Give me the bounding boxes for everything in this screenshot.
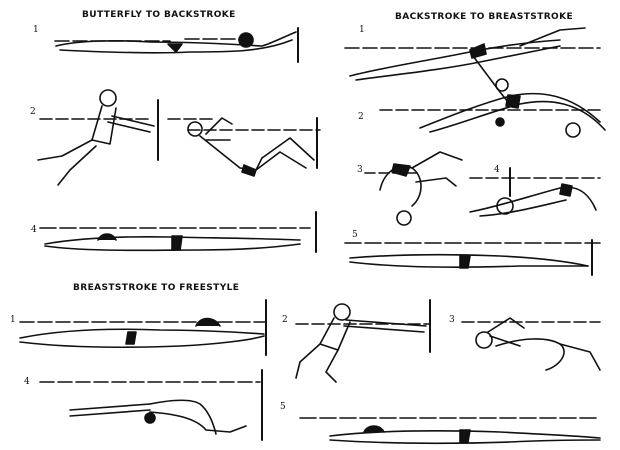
swimmer-body — [350, 40, 560, 76]
swimmer-body — [480, 200, 566, 216]
swimmer-legs — [560, 344, 600, 370]
swimmer-head — [397, 211, 411, 225]
swimmer-head — [188, 122, 202, 136]
swimmer-head — [334, 304, 350, 320]
breaststroke-step-3-turn — [462, 318, 600, 370]
backstroke-step-3-tuck — [365, 152, 462, 225]
water-line — [55, 39, 245, 41]
swimmer-arms — [206, 118, 232, 140]
butterfly-step-2-wall-touch — [38, 90, 215, 185]
swimmer-suit — [560, 184, 572, 196]
backstroke-step-5-glide — [345, 240, 600, 275]
swimmer-body — [150, 412, 246, 432]
backstroke-step-4-push-off — [470, 168, 600, 216]
swimmer-head — [196, 319, 220, 327]
swimmer-suit — [460, 430, 470, 442]
swimmer-head — [566, 123, 580, 137]
swimmer-head — [98, 234, 116, 240]
swimmer-head — [364, 426, 384, 432]
swimmer-legs — [296, 344, 338, 382]
swimmer-suit — [172, 236, 182, 250]
swimmer-suit — [470, 44, 486, 58]
swimmer-head — [100, 90, 116, 106]
breaststroke-step-1-glide — [20, 300, 266, 355]
swimmer-head — [239, 33, 253, 47]
swimmer-suit — [168, 44, 182, 52]
swimmer-suit — [126, 332, 136, 344]
swimmer-body — [496, 339, 564, 370]
swimmer-suit — [392, 164, 410, 176]
backstroke-step-2-flip — [380, 94, 605, 137]
swimmer-suit — [506, 95, 520, 108]
swimmer-arms — [344, 320, 426, 332]
swimmer-body — [20, 336, 264, 347]
breaststroke-step-4-push-off — [40, 370, 262, 440]
swimmer-suit — [242, 165, 256, 176]
swimmer-arms — [70, 404, 150, 416]
butterfly-step-1-glide — [55, 28, 298, 62]
swimmer-body — [356, 46, 560, 80]
swimmer-torso — [320, 318, 350, 350]
swimmer-legs — [38, 140, 96, 185]
swimmer-legs — [412, 152, 462, 186]
breaststroke-step-5-freestyle-glide — [300, 418, 600, 443]
swimmer-torso — [92, 106, 116, 144]
swimmer-head — [476, 332, 492, 348]
turn-marker — [496, 118, 504, 126]
backstroke-step-1-approach — [345, 28, 600, 102]
swimmer-torso — [200, 136, 262, 170]
swimmer-body — [20, 329, 264, 338]
breaststroke-step-2-wall-touch — [296, 300, 430, 382]
butterfly-step-4-streamline — [40, 212, 316, 252]
swimmer-legs — [256, 138, 314, 170]
butterfly-step-3-push-back — [188, 118, 320, 176]
swimmer-head — [145, 413, 155, 423]
swimmer-suit — [460, 256, 470, 268]
swimmer-head — [496, 79, 508, 91]
